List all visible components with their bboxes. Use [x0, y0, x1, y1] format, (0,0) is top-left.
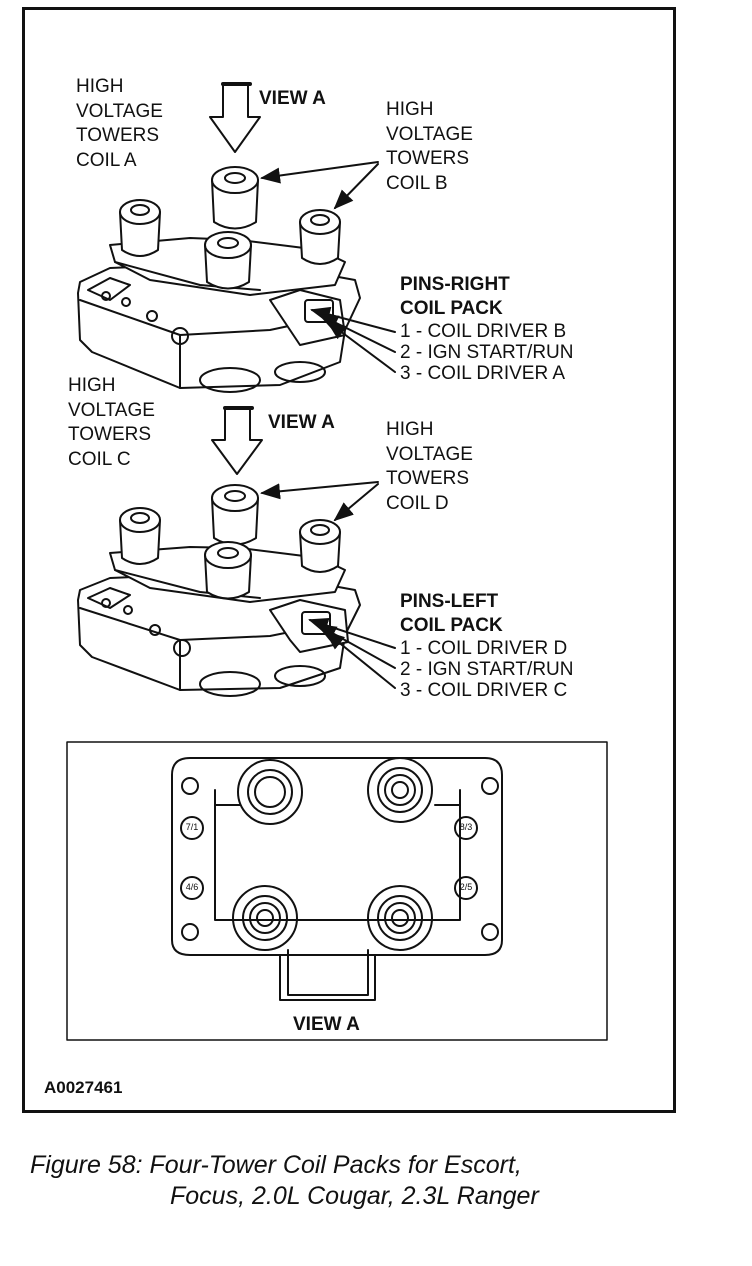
pin-3: 3 - COIL DRIVER C — [400, 680, 568, 701]
cavity-label-4-6: 4/6 — [185, 882, 199, 892]
cavity-label-7-1: 7/1 — [185, 822, 199, 832]
view-arrow-top — [209, 83, 261, 153]
pin-2: 2 - IGN START/RUN — [400, 342, 574, 363]
cavity-label-8-3: 8/3 — [459, 822, 473, 832]
label-view-a-bottom: VIEW A — [268, 412, 335, 433]
coil-pack-left — [77, 406, 396, 697]
figure-id: A0027461 — [44, 1078, 123, 1097]
pin-2: 2 - IGN START/RUN — [400, 659, 574, 680]
label-view-a-top: VIEW A — [259, 88, 326, 109]
view-a-caption: VIEW A — [293, 1014, 360, 1035]
pin-1: 1 - COIL DRIVER B — [400, 321, 567, 342]
pin-3: 3 - COIL DRIVER A — [400, 363, 566, 384]
coil-pack-right — [77, 82, 396, 393]
view-a-panel — [66, 741, 608, 1041]
figure-caption: Figure 58: Four-Tower Coil Packs for Esc… — [30, 1151, 539, 1210]
figure-frame — [22, 7, 676, 1113]
pin-1: 1 - COIL DRIVER D — [400, 638, 568, 659]
view-arrow-bottom — [211, 407, 263, 475]
cavity-label-2-5: 2/5 — [459, 882, 473, 892]
